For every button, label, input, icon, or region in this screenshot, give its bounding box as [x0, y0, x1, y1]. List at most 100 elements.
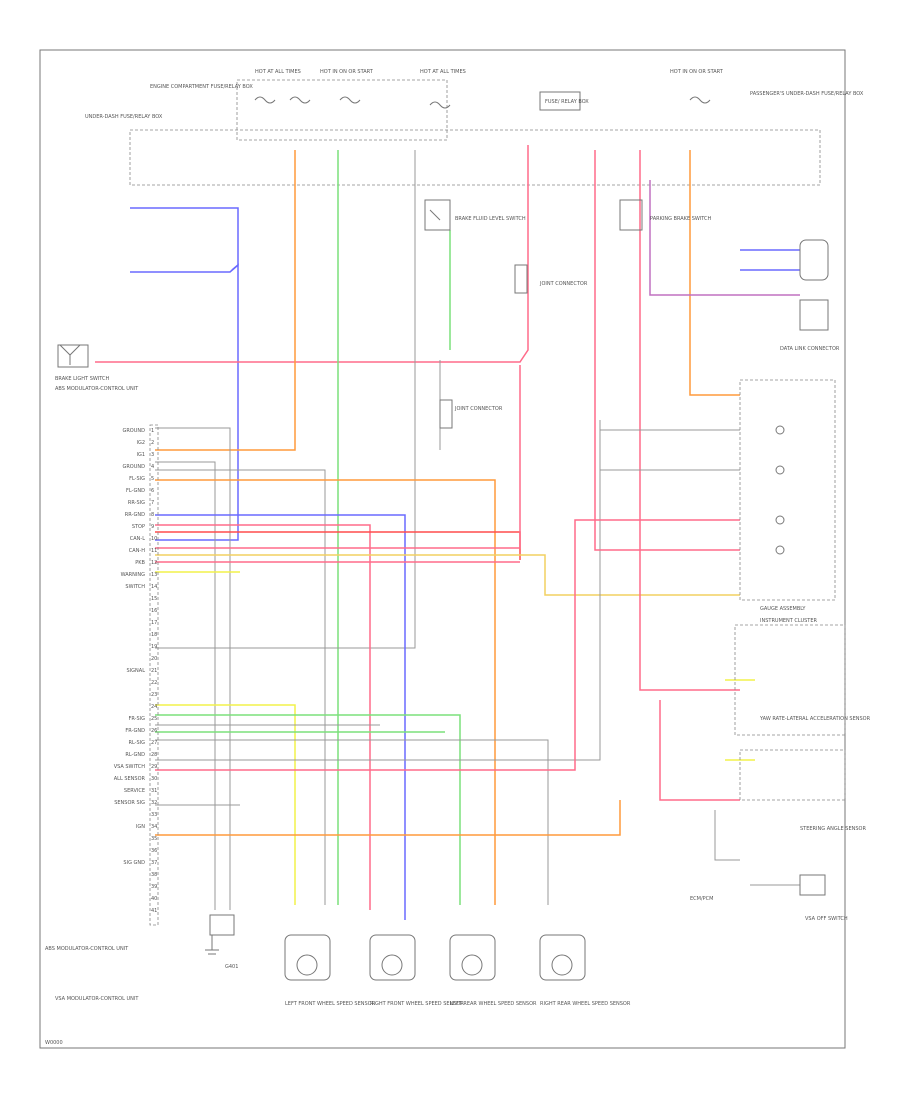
dash-box-right-label: PASSENGER'S UNDER-DASH FUSE/RELAY BOX: [750, 91, 864, 97]
pin-number: 21: [151, 668, 157, 674]
pin-number: 23: [151, 692, 157, 698]
pin-number: 8: [151, 512, 154, 518]
pin-label: RR-GND: [125, 512, 145, 518]
ref-code: W0000: [45, 1040, 63, 1046]
fuse-box-center-label: FUSE/ RELAY BOX: [545, 99, 589, 105]
pin-number: 29: [151, 764, 157, 770]
pin-label: SERVICE: [124, 788, 145, 794]
pin-number: 34: [151, 824, 157, 830]
svg-text:BRAKE LIGHT SWITCH: BRAKE LIGHT SWITCH: [55, 376, 110, 382]
svg-text:YAW RATE-LATERAL ACCELERATION: YAW RATE-LATERAL ACCELERATION SENSOR: [759, 716, 871, 722]
pin-number: 1: [151, 428, 154, 434]
pin-number: 26: [151, 728, 157, 734]
svg-text:JOINT CONNECTOR: JOINT CONNECTOR: [539, 281, 588, 287]
pin-number: 13: [151, 572, 157, 578]
pin-number: 33: [151, 812, 157, 818]
svg-text:BRAKE FLUID LEVEL SWITCH: BRAKE FLUID LEVEL SWITCH: [455, 216, 526, 222]
pin-number: 35: [151, 836, 157, 842]
pin-number: 22: [151, 680, 157, 686]
svg-text:ABS MODULATOR-CONTROL UNIT: ABS MODULATOR-CONTROL UNIT: [55, 386, 139, 392]
svg-text:VSA OFF SWITCH: VSA OFF SWITCH: [805, 916, 848, 922]
pin-label: RR-SIG: [128, 500, 145, 506]
pin-label: SWITCH: [125, 584, 145, 590]
pin-label: IG1: [136, 452, 145, 458]
under-dash-box-label: UNDER-DASH FUSE/RELAY BOX: [85, 114, 163, 120]
svg-text:ECM/PCM: ECM/PCM: [690, 896, 713, 902]
pin-number: 39: [151, 884, 157, 890]
pin-number: 7: [151, 500, 154, 506]
pin-number: 31: [151, 788, 157, 794]
svg-text:LEFT REAR WHEEL SPEED SENSOR: LEFT REAR WHEEL SPEED SENSOR: [450, 1001, 537, 1007]
svg-text:RIGHT REAR WHEEL SPEED SENSOR: RIGHT REAR WHEEL SPEED SENSOR: [540, 1001, 631, 1007]
pin-number: 27: [151, 740, 157, 746]
pin-number: 6: [151, 488, 154, 494]
data-link-connector: DATA LINK CONNECTOR: [780, 239, 840, 352]
brake-light-switch: BRAKE LIGHT SWITCH: [55, 344, 110, 382]
pin-number: 30: [151, 776, 157, 782]
joint-connector-1: JOINT CONNECTOR: [514, 264, 588, 294]
vsa-off-switch: VSA OFF SWITCH ECM/PCM: [690, 874, 848, 922]
pin-number: 14: [151, 584, 157, 590]
pin-number: 28: [151, 752, 157, 758]
instrument-cluster: INSTRUMENT CLUSTER YAW RATE-LATERAL ACCE…: [734, 618, 871, 736]
pin-label: FR-GND: [125, 728, 145, 734]
pin-number: 38: [151, 872, 157, 878]
wires: [95, 145, 800, 920]
pin-number: 5: [151, 476, 154, 482]
pin-label: CAN-H: [129, 548, 145, 554]
pin-number: 9: [151, 524, 154, 530]
pin-number: 3: [151, 452, 154, 458]
gauge-assembly: GAUGE ASSEMBLY: [739, 379, 836, 612]
pin-label: GROUND: [122, 428, 145, 434]
pin-label: IGN: [136, 824, 145, 830]
brake-fluid-switch: BRAKE FLUID LEVEL SWITCH: [424, 199, 526, 231]
pin-number: 15: [151, 596, 157, 602]
pin-number: 10: [151, 536, 157, 542]
pin-label: ALL SENSOR: [114, 776, 146, 782]
pin-number: 25: [151, 716, 157, 722]
pin-label: PKB: [135, 560, 145, 566]
pin-number: 37: [151, 860, 157, 866]
fuse-top-right-label: HOT IN ON OR START: [670, 69, 724, 75]
pin-number: 18: [151, 632, 157, 638]
svg-text:DATA LINK CONNECTOR: DATA LINK CONNECTOR: [780, 346, 840, 352]
pin-label: SIGNAL: [127, 668, 146, 674]
pin-number: 17: [151, 620, 157, 626]
svg-text:ABS MODULATOR-CONTROL UNIT: ABS MODULATOR-CONTROL UNIT: [45, 946, 129, 952]
pin-number: 24: [151, 704, 157, 710]
abs-modulator-block: ABS MODULATOR-CONTROL UNIT VSA MODULATOR…: [45, 386, 159, 1002]
joint-connector-2: JOINT CONNECTOR: [439, 399, 503, 429]
left-rear-wheel-sensor: LEFT REAR WHEEL SPEED SENSOR: [449, 934, 537, 1007]
pin-number: 2: [151, 440, 154, 446]
svg-text:STEERING ANGLE SENSOR: STEERING ANGLE SENSOR: [800, 826, 866, 832]
right-front-wheel-sensor: RIGHT FRONT WHEEL SPEED SENSOR: [369, 934, 464, 1007]
ground-symbol: G401: [205, 914, 238, 970]
pin-label: CAN-L: [130, 536, 145, 542]
pin-label: STOP: [132, 524, 145, 530]
pin-label: VSA SWITCH: [114, 764, 146, 770]
svg-text:GAUGE ASSEMBLY: GAUGE ASSEMBLY: [760, 606, 806, 612]
pin-label: RL-GND: [125, 752, 145, 758]
steering-angle-sensor: STEERING ANGLE SENSOR: [739, 749, 866, 832]
parking-brake-switch: PARKING BRAKE SWITCH: [619, 199, 712, 231]
pin-number: 16: [151, 608, 157, 614]
pin-number: 4: [151, 464, 154, 470]
fuse-top-3-label: HOT AT ALL TIMES: [420, 69, 466, 75]
svg-text:PARKING BRAKE SWITCH: PARKING BRAKE SWITCH: [650, 216, 712, 222]
fuse-box-top: HOT AT ALL TIMES HOT IN ON OR START HOT …: [85, 69, 864, 186]
svg-text:G401: G401: [225, 964, 238, 970]
pin-number: 20: [151, 656, 157, 662]
pin-label: FR-SIG: [129, 716, 146, 722]
pin-number: 11: [151, 548, 157, 554]
fuse-top-1-label: HOT AT ALL TIMES: [255, 69, 301, 75]
pin-number: 41: [151, 908, 157, 914]
pin-label: RL-SIG: [129, 740, 146, 746]
right-rear-wheel-sensor: RIGHT REAR WHEEL SPEED SENSOR: [539, 934, 631, 1007]
pin-label: GROUND: [122, 464, 145, 470]
pin-label: SENSOR SIG: [114, 800, 145, 806]
svg-text:VSA MODULATOR-CONTROL UNIT: VSA MODULATOR-CONTROL UNIT: [55, 996, 139, 1002]
svg-text:INSTRUMENT CLUSTER: INSTRUMENT CLUSTER: [760, 618, 818, 624]
engine-box-label: ENGINE COMPARTMENT FUSE/RELAY BOX: [150, 84, 253, 90]
pin-label: WARNING: [121, 572, 146, 578]
